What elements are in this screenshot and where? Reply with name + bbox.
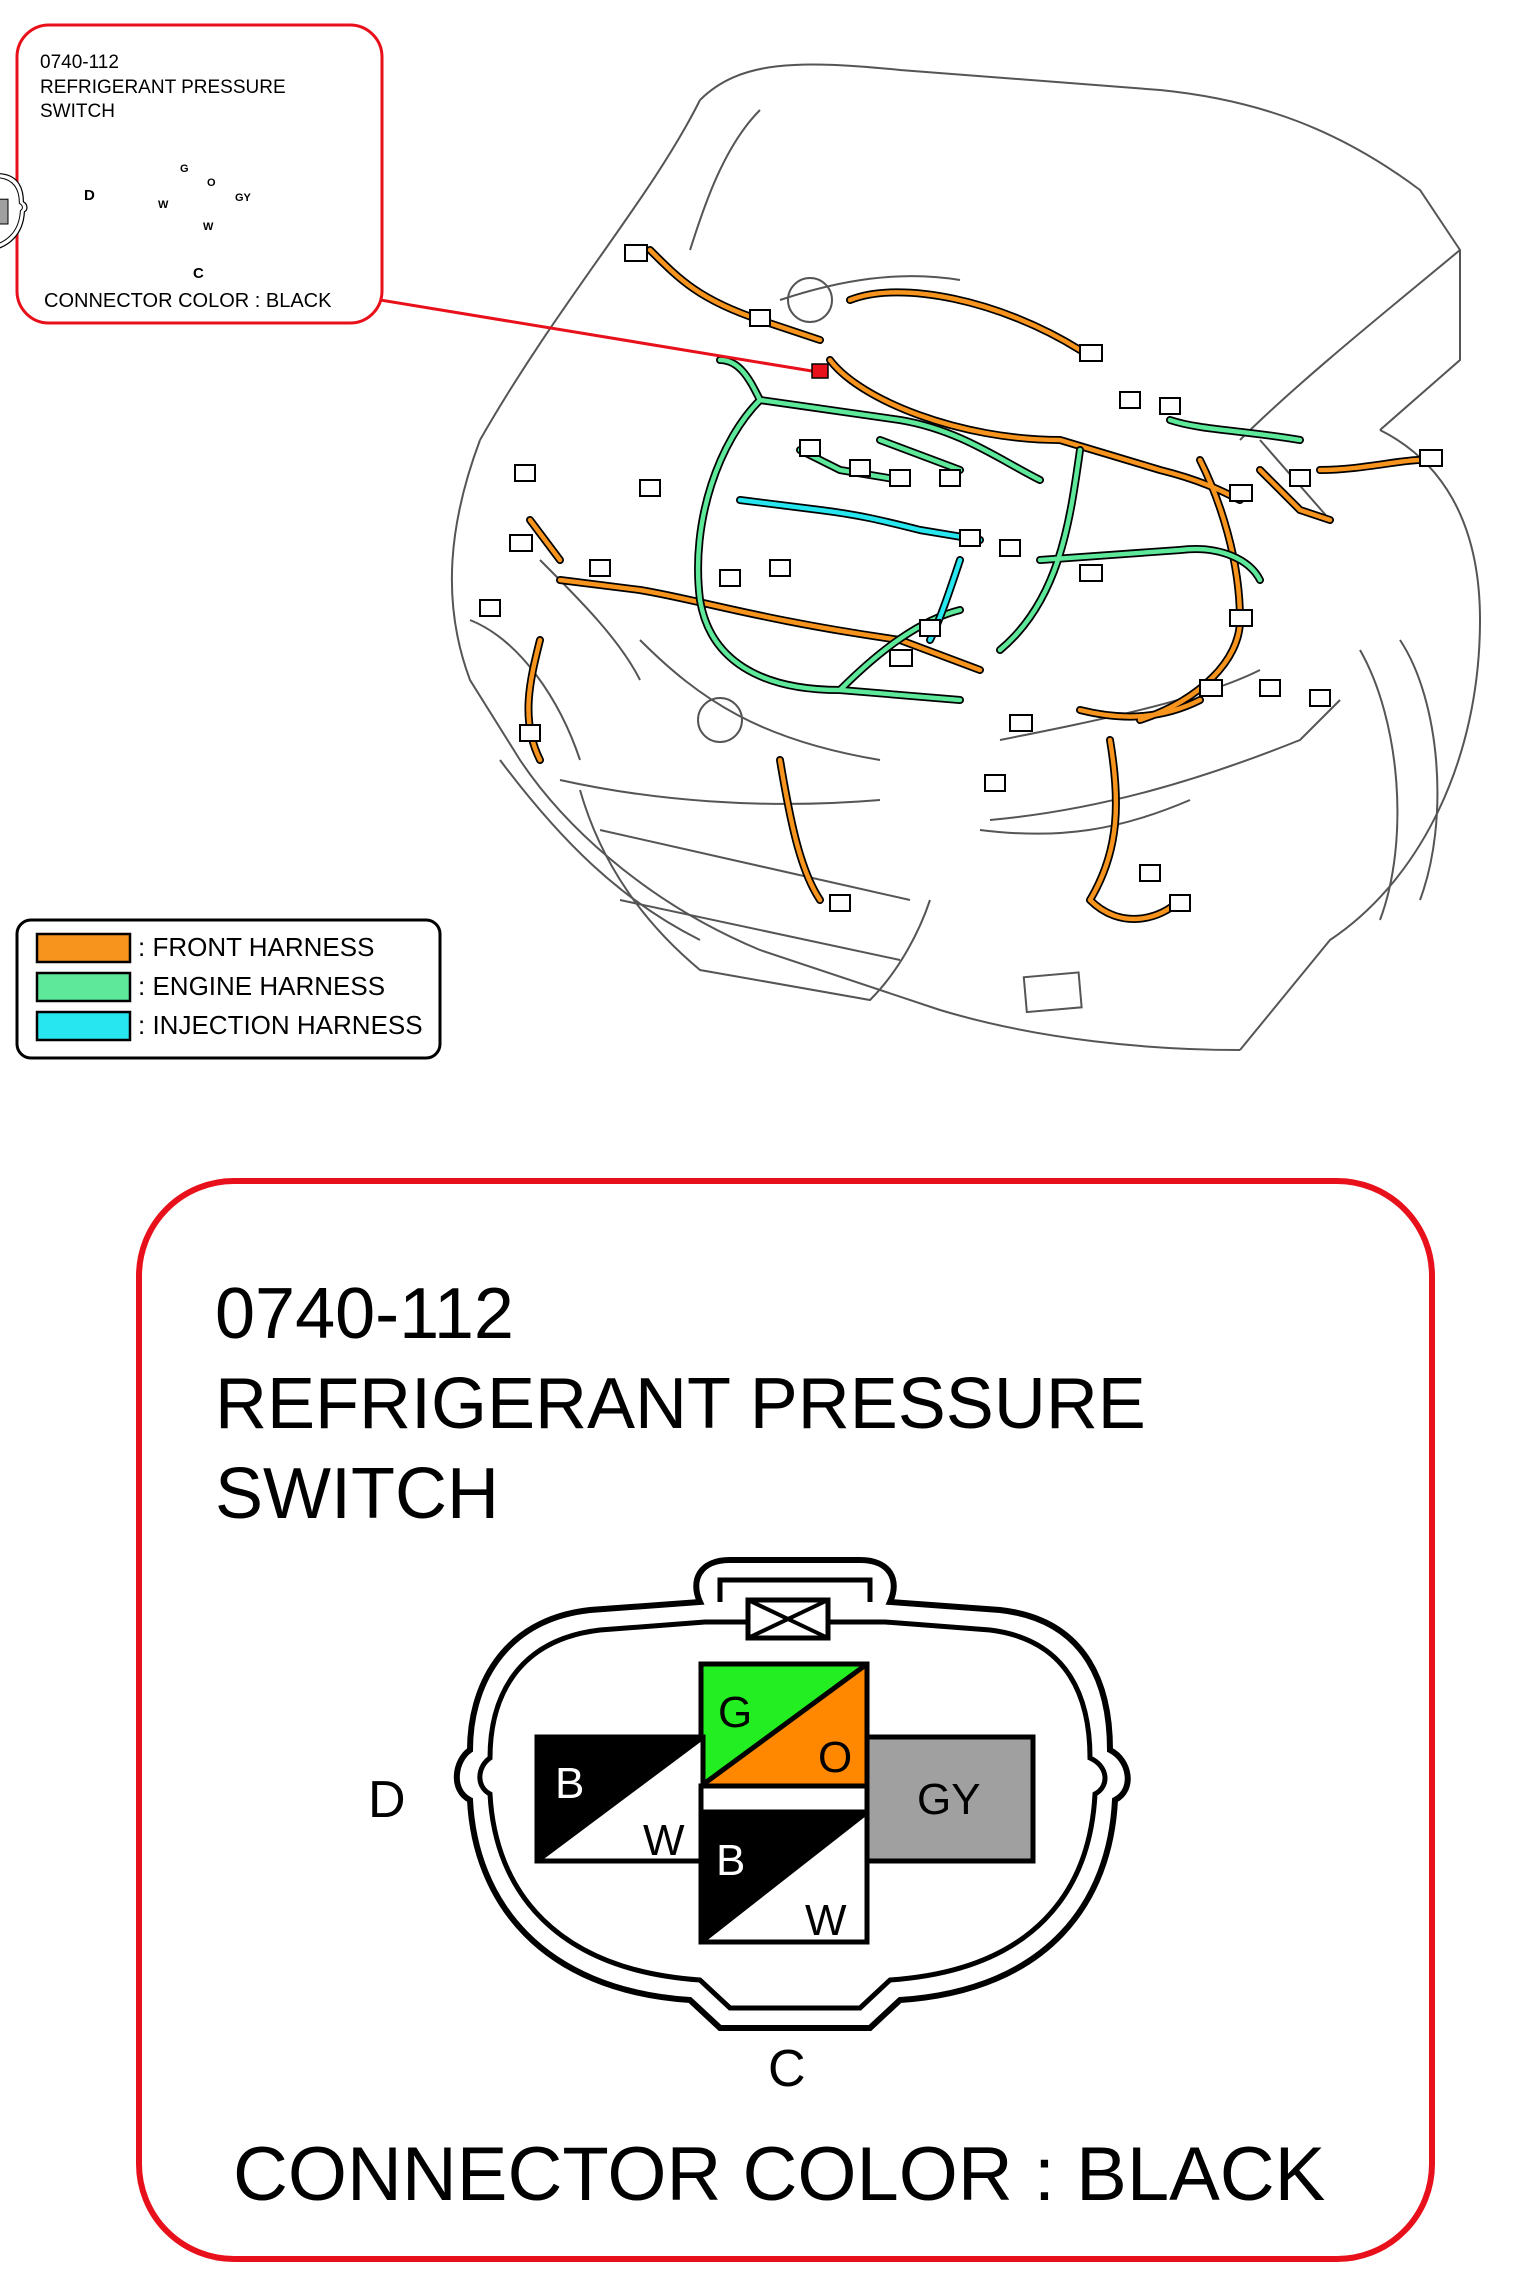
car-illustration [450, 63, 1482, 1051]
legend-swatch-front [35, 932, 132, 964]
callout-leader-line [379, 298, 829, 379]
small-part-name-line1: REFRIGERANT PRESSURE [40, 77, 286, 98]
small-pin-label-gy: GY [235, 192, 252, 204]
small-connector-color: CONNECTOR COLOR : BLACK [44, 290, 332, 312]
pin-label-g: G [718, 1688, 752, 1737]
main-callout: 0740-112 REFRIGERANT PRESSURE SWITCH D C… [132, 163, 1435, 2262]
legend: : FRONT HARNESS : ENGINE HARNESS : INJEC… [15, 918, 442, 1060]
small-terminal-label-c: C [193, 265, 204, 282]
connector-housing-inner [477, 1619, 1108, 2011]
small-pin-label-w-left: W [158, 199, 169, 211]
legend-label-front: : FRONT HARNESS [138, 932, 374, 962]
main-part-number: 0740-112 [215, 1274, 514, 1354]
main-connector-color: CONNECTOR COLOR : BLACK [233, 2132, 1325, 2217]
small-part-number: 0740-112 [40, 52, 119, 73]
small-pin-label-g: G [180, 163, 189, 175]
legend-label-engine: : ENGINE HARNESS [138, 971, 385, 1001]
front-harness [524, 246, 1424, 923]
legend-swatch-injection [35, 1010, 132, 1042]
pin-g-o [698, 1661, 870, 1789]
pin-label-w-left: W [643, 1816, 685, 1865]
small-callout: 0740-112 REFRIGERANT PRESSURE SWITCH D C… [0, 23, 384, 325]
small-pin-label-w-bottom: W [203, 221, 214, 233]
pin-label-gy: GY [917, 1775, 981, 1824]
pin-b-w-bottom [698, 1809, 870, 1945]
switch-location-marker [811, 363, 829, 379]
pin-label-w-bottom: W [805, 1896, 847, 1945]
main-part-name-line2: SWITCH [215, 1454, 499, 1534]
small-terminal-label-d: D [84, 187, 95, 204]
main-part-name-line1: REFRIGERANT PRESSURE [215, 1364, 1146, 1444]
legend-label-injection: : INJECTION HARNESS [138, 1010, 423, 1040]
harness-connectors [479, 244, 1443, 912]
small-part-name-line2: SWITCH [40, 101, 115, 122]
small-pin-label-b-bottom: B [179, 204, 187, 216]
main-terminal-label-d: D [368, 1771, 406, 1829]
main-terminal-label-c: C [768, 2040, 806, 2098]
legend-swatch-engine [35, 971, 132, 1003]
pin-label-b-bottom: B [716, 1836, 745, 1885]
pin-gy [864, 1734, 1036, 1864]
small-connector-labels: G O B W B W GY [132, 163, 252, 233]
small-pin-label-o: O [207, 177, 216, 189]
pin-label-o: O [818, 1733, 852, 1782]
small-pin-label-b-left: B [132, 183, 140, 195]
pin-label-b-left: B [555, 1759, 584, 1808]
main-connector-diagram: G O B W B W GY [453, 1557, 1131, 2031]
